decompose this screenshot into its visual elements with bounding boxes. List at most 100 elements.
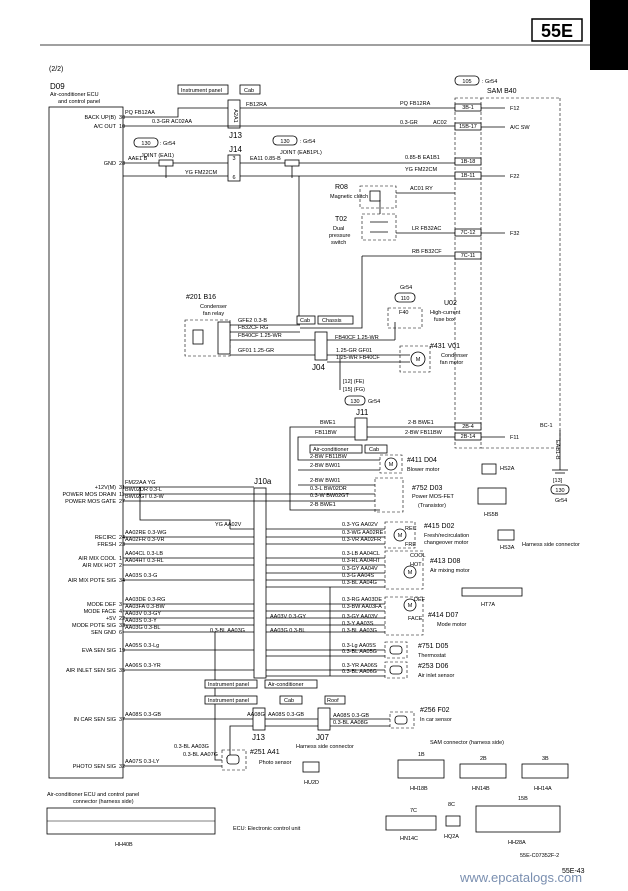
hn14c-label: HN14C	[400, 836, 418, 842]
wire-label: AA03FA 0.3-BW	[125, 604, 166, 610]
wire-label: BWE1	[320, 420, 336, 426]
c15b-label: 15B	[518, 796, 528, 802]
ecu-pin-label: AIR INLET SEN SIG	[66, 668, 116, 674]
wire-label: AA08G	[247, 712, 265, 718]
ecu-pin-label: EVA SEN SIG	[82, 648, 116, 654]
fan-gr: Gr54	[368, 399, 380, 405]
motor-def: DEF	[414, 597, 426, 603]
wire-label: 2-B BWE1	[310, 502, 336, 508]
ecu-pin-number: 32	[119, 764, 125, 770]
section-number: 55E	[541, 21, 573, 41]
sam-pin	[454, 251, 482, 260]
j04-label: J04	[312, 363, 325, 372]
fan-gr-ref: 130	[350, 399, 359, 405]
cab-tag-2: Cab	[300, 318, 310, 324]
footer-code: 55E-C07352F-2	[520, 853, 559, 859]
inlet-name: Air inlet sensor	[418, 673, 455, 679]
wire-label: AA08S 0.3-GB	[333, 713, 369, 719]
ecu-conn-2: connector (harness side)	[73, 799, 134, 805]
svg-text:M: M	[389, 462, 394, 468]
wire-label: AA02RE 0.3-WG	[125, 530, 167, 536]
j14-label: J14	[229, 145, 242, 154]
wire-label: EA11 0.85-B	[250, 156, 281, 162]
ecu-title-1: Air-conditioner ECU	[50, 92, 99, 98]
joint-eab1pl-ref: 130	[280, 139, 289, 145]
wire-label: 0.3-LB AA04CL	[342, 551, 380, 557]
motor-hot: HOT	[410, 562, 422, 568]
sam-pin	[454, 228, 482, 237]
motor-fre: FRE	[405, 542, 416, 548]
ecu-pin-number: 31	[119, 485, 125, 491]
wire-label: AA07S 0.3-LY	[125, 759, 160, 765]
sam-pin	[454, 157, 482, 166]
wire-label: 0.3-L BW02DR	[310, 486, 347, 492]
ecu-pin-number: 24	[119, 535, 125, 541]
fuse-ref: 110	[401, 296, 410, 302]
hs3a-label: HS3A	[500, 545, 515, 551]
wire-label: 0.3-G AA04S	[342, 573, 374, 579]
fan-fg: [15] (FG)	[343, 387, 365, 393]
ecu-pin-label: BACK UP(B)	[85, 115, 117, 121]
fuse-code: U02	[444, 300, 457, 307]
blower-code: #411 D04	[407, 457, 437, 464]
ecu-pin-label: AIR MIX HOT	[82, 563, 116, 569]
wire-label: AA04CL 0.3-LB	[125, 551, 163, 557]
relay-code: #201 B16	[186, 294, 216, 301]
wire-label: 2-B BWE1	[408, 420, 434, 426]
ac-tag-3: Air-conditioner	[268, 682, 304, 688]
hh28a-label: HH28A	[508, 840, 526, 846]
wire-label: 0.85-B EA1B1	[405, 155, 440, 161]
svg-text:3: 3	[232, 156, 235, 162]
ecu-pin-label: A/C OUT	[94, 124, 117, 130]
sam-pin	[454, 432, 482, 441]
j10a-label: J10a	[254, 477, 272, 486]
ground-section: EAB1-B BC-1 [13] 130 Gr54	[540, 423, 570, 504]
wire-label: AA08S 0.3-GB	[268, 712, 304, 718]
ecu-pin-number: 1	[119, 556, 122, 562]
cab-tag: Cab	[244, 88, 254, 94]
fan-code: #431 V01	[430, 343, 460, 350]
joint-eab1pl-name: JOINT (EAB1PL)	[280, 150, 322, 156]
motor-rec: REC	[405, 526, 417, 532]
airmix-code: #413 D08	[430, 558, 460, 565]
mos-code: #752 D03	[412, 485, 442, 492]
c1b-label: 1B	[418, 752, 425, 758]
inst-tag-3: Instrument panel	[208, 698, 249, 704]
photo-name: Photo sensor	[259, 760, 292, 766]
incar-name: In car sensor	[420, 717, 452, 723]
r08-code: R08	[335, 184, 348, 191]
harness-side-label: Harness side connector	[522, 542, 580, 548]
hu2d-code: HU2D	[304, 780, 319, 786]
c2b-label: 2B	[480, 756, 487, 762]
fresh-name-1: Fresh/recirculation	[424, 533, 469, 539]
ecu-pin-number: 30	[119, 115, 125, 121]
wire-label: FB32CF RG	[238, 325, 268, 331]
wire-label: AA05S 0.3-Lg	[125, 643, 159, 649]
joint-labels: 130 : Gr54 JOINT (EAI1) 130 : Gr54 JOINT…	[133, 135, 322, 159]
wire-label: 0.3-BL AA03G	[174, 744, 209, 750]
c7c-label: 7C	[410, 808, 417, 814]
photo-sensor: #251 A41 Photo sensor Harness side conne…	[123, 744, 354, 786]
ecu-pin-number: 19	[119, 648, 125, 654]
sam-conn-label: SAM connector (harness side)	[430, 740, 504, 746]
bc-label: BC-1	[540, 423, 553, 429]
ecu-note: ECU: Electronic control unit	[233, 826, 301, 832]
wire-label: 0.3-BW AA03FA	[342, 604, 382, 610]
sam-pin-number: 2B-4	[462, 424, 474, 430]
motor-blocks: M REC FRE #415 D02 Fresh/recirculation c…	[384, 521, 470, 729]
wire-label: 0.3-RG AA03DE	[342, 597, 382, 603]
hs2a-label: HS2A	[500, 466, 515, 472]
ecu-pin-number: 22	[119, 616, 125, 622]
thermo-code: #751 D05	[418, 643, 448, 650]
ecu-connector-legend: Air-conditioner ECU and control panel co…	[46, 792, 301, 848]
wire-label: AC01 RY	[410, 186, 433, 192]
wire-label: BW02GT 0.3-W	[125, 494, 165, 500]
wire-label: 0.3-YR AA06S	[342, 663, 378, 669]
wire-label: GF01 1.25-GR	[238, 348, 274, 354]
wire-label: 0.3-GR	[400, 120, 418, 126]
sam-pin	[454, 171, 482, 180]
j07-label: J07	[316, 733, 329, 742]
hn14b-label: HN14B	[472, 786, 490, 792]
wire-label: 0.3-BL AA07G	[183, 752, 218, 758]
